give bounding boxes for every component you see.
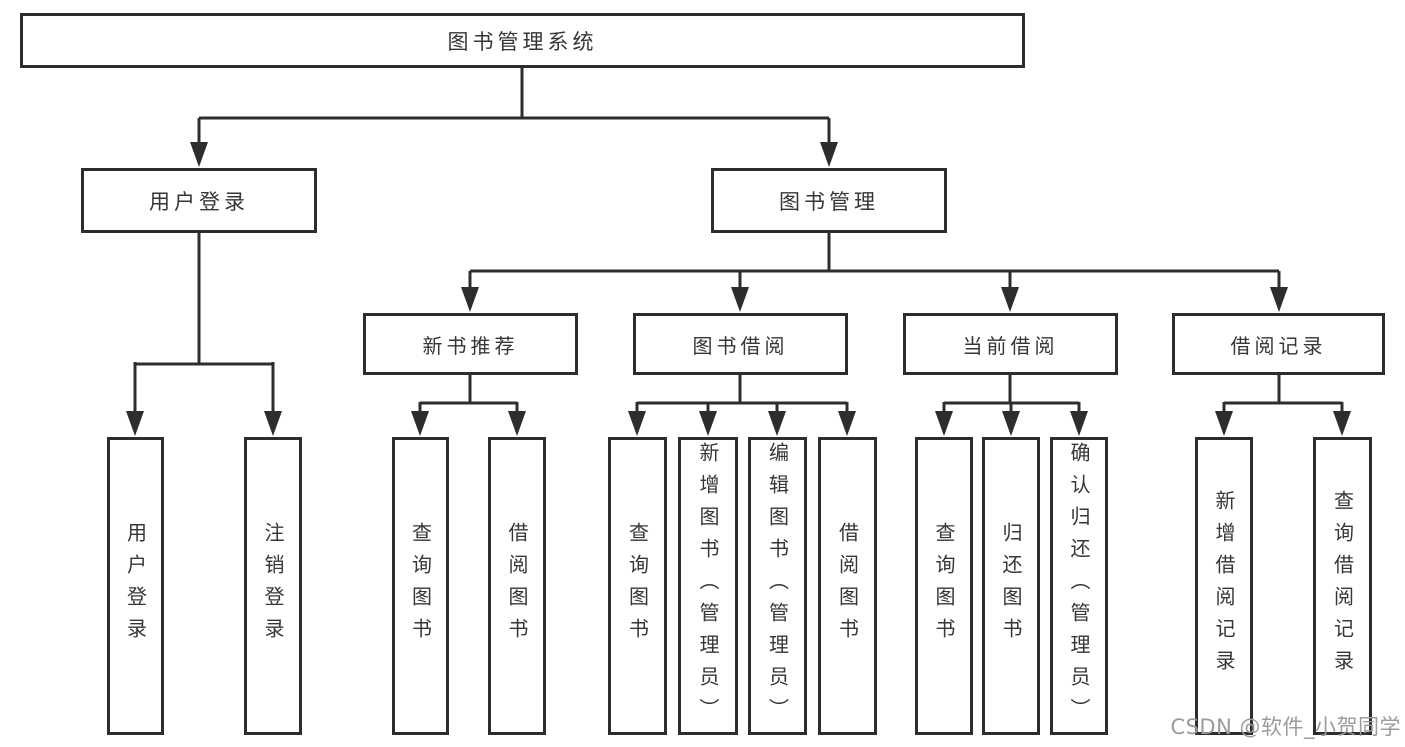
leaf-edit-books-admin: 编辑图书（管理员）	[748, 437, 807, 735]
leaf-user-login-label: 用户登录	[123, 522, 148, 650]
leaf-edit-books-admin-label: 编辑图书（管理员）	[765, 442, 790, 730]
leaf-add-books-admin: 新增图书（管理员）	[678, 437, 738, 735]
leaf-borrow-query-books: 查询图书	[608, 437, 667, 735]
leaf-add-borrow-record: 新增借阅记录	[1195, 437, 1253, 735]
leaf-user-login: 用户登录	[107, 437, 164, 735]
leaf-rec-query-books: 查询图书	[392, 437, 449, 735]
connector-lines	[133, 66, 1344, 414]
connector-arrowheads	[126, 142, 1351, 436]
node-new-book-recommend: 新书推荐	[363, 313, 578, 375]
leaf-return-books: 归还图书	[982, 437, 1040, 735]
node-borrow-records: 借阅记录	[1172, 313, 1385, 375]
leaf-return-books-label: 归还图书	[999, 522, 1023, 650]
leaf-rec-query-books-label: 查询图书	[408, 522, 433, 650]
node-user-login: 用户登录	[81, 168, 317, 233]
node-current-borrow: 当前借阅	[903, 313, 1118, 375]
leaf-query-borrow-record: 查询借阅记录	[1313, 437, 1372, 735]
node-root-system: 图书管理系统	[20, 13, 1025, 68]
leaf-add-books-admin-label: 新增图书（管理员）	[696, 442, 720, 730]
leaf-borrow-query-books-label: 查询图书	[625, 522, 650, 650]
leaf-current-query-books-label: 查询图书	[932, 522, 956, 650]
leaf-confirm-return-admin-label: 确认归还（管理员）	[1067, 442, 1091, 730]
node-book-borrow: 图书借阅	[633, 313, 848, 375]
leaf-confirm-return-admin: 确认归还（管理员）	[1050, 437, 1108, 735]
leaf-add-borrow-record-label: 新增借阅记录	[1212, 490, 1236, 682]
leaf-query-borrow-record-label: 查询借阅记录	[1330, 490, 1355, 682]
node-book-management: 图书管理	[711, 168, 947, 233]
leaf-logout-label: 注销登录	[261, 522, 285, 650]
leaf-logout: 注销登录	[244, 437, 302, 735]
leaf-rec-borrow-books: 借阅图书	[488, 437, 546, 735]
leaf-borrow-books-label: 借阅图书	[835, 522, 860, 650]
csdn-watermark: CSDN @软件_小贺同学	[1170, 715, 1401, 739]
leaf-current-query-books: 查询图书	[915, 437, 973, 735]
leaf-borrow-books: 借阅图书	[818, 437, 877, 735]
leaf-rec-borrow-books-label: 借阅图书	[505, 522, 529, 650]
